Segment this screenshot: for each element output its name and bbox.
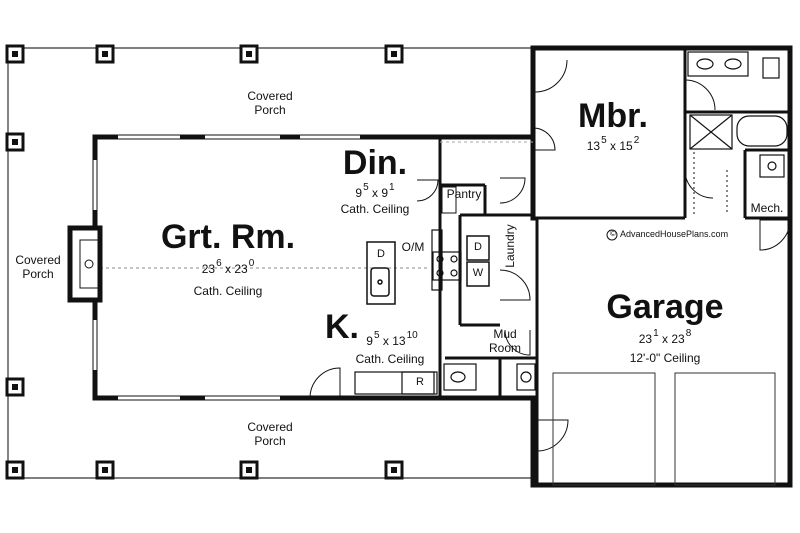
- bath-fixtures: [443, 51, 788, 391]
- great-room-dimensions: 236 x 230: [201, 258, 255, 276]
- interior-walls: [438, 48, 790, 485]
- oven-microwave-label: O/M: [401, 240, 425, 254]
- fireplace: [67, 225, 103, 303]
- laundry-label: Laundry: [503, 224, 517, 268]
- kitchen-island: [366, 241, 396, 305]
- laundry-appliances: [466, 235, 490, 287]
- master-bedroom-dimensions: 135 x 152: [586, 135, 640, 153]
- kitchen-dimensions: 95 x 1310: [366, 330, 418, 348]
- kitchen-counters: [354, 229, 462, 395]
- closet-rods: [693, 152, 728, 215]
- watermark-text: AdvancedHousePlans.com: [620, 229, 729, 239]
- great-room-name: Grt. Rm.: [160, 218, 296, 256]
- pantry-label: Pantry: [446, 187, 482, 201]
- washer-label: W: [472, 267, 484, 279]
- mech-label: Mech.: [750, 201, 784, 215]
- dining-note: Cath. Ceiling: [340, 202, 410, 216]
- garage-note: 12'-0" Ceiling: [629, 351, 701, 365]
- kitchen-note: Cath. Ceiling: [355, 352, 425, 366]
- great-room-note: Cath. Ceiling: [193, 284, 263, 298]
- dining-dimensions: 95 x 91: [355, 182, 395, 200]
- kitchen-name: K.: [325, 308, 359, 346]
- garage-doors: [552, 372, 776, 486]
- garage-name: Garage: [606, 288, 724, 326]
- pantry-shelves: [441, 186, 457, 214]
- refrigerator-label: R: [416, 376, 424, 388]
- windows: [93, 135, 360, 400]
- doors: [309, 59, 791, 452]
- garage-dimensions: 231 x 238: [638, 328, 692, 346]
- copyright-symbol: ©: [610, 229, 616, 238]
- dryer-label: D: [474, 241, 482, 253]
- master-bedroom-name: Mbr.: [578, 97, 648, 135]
- dining-name: Din.: [342, 144, 408, 182]
- dishwasher-label: D: [377, 248, 385, 260]
